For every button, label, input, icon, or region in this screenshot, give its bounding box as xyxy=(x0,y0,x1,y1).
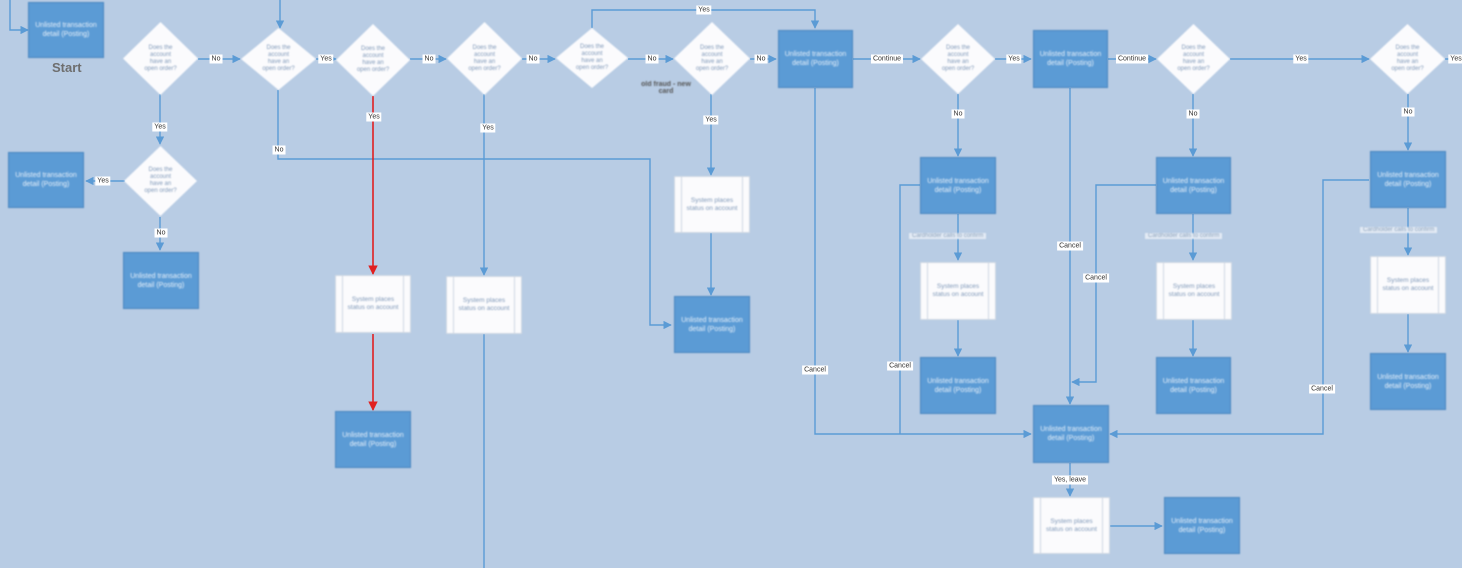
edge-label-no: No xyxy=(154,228,168,238)
process-box-final: Unlisted transaction detail (Posting) xyxy=(1164,497,1240,554)
decision-1: Does the account have an open order? xyxy=(123,22,198,95)
edge-label-continue: Continue xyxy=(1115,54,1149,64)
edge-label-no: No xyxy=(422,54,436,64)
decision-5: Does the account have an open order? xyxy=(556,28,628,88)
process-box-red-end: Unlisted transaction detail (Posting) xyxy=(335,411,411,468)
annotation-old-fraud: old fraud - new card xyxy=(641,81,691,95)
edge-label-yes: Yes xyxy=(1293,54,1309,64)
edge-label-no: No xyxy=(1186,109,1200,119)
process-box-col8-top: Unlisted transaction detail (Posting) xyxy=(1156,157,1231,214)
edge-label-yes: Yes xyxy=(703,115,719,125)
note-col7: Cardholder calls to confirm xyxy=(909,233,987,239)
process-box-top-left: Unlisted transaction detail (Posting) xyxy=(28,2,104,58)
edge-label-yes: Yes xyxy=(95,176,111,186)
note-col8: Cardholder calls to confirm xyxy=(1145,233,1223,239)
decision-8: Does the account have an open order? xyxy=(1157,24,1230,94)
edge-label-cancel: Cancel xyxy=(1057,241,1083,251)
process-box-col9-top: Unlisted transaction detail (Posting) xyxy=(1370,151,1446,208)
start-label: Start xyxy=(52,60,82,75)
edge-label-no: No xyxy=(754,54,768,64)
predefined-process-bottom: System places status on account xyxy=(1033,497,1110,554)
decision-2: Does the account have an open order? xyxy=(241,28,316,90)
predefined-process-col9: System places status on account xyxy=(1370,256,1446,314)
edge-label-yes: Yes xyxy=(1448,54,1462,64)
predefined-process-red: System places status on account xyxy=(335,275,411,333)
process-box-col8-bottom: Unlisted transaction detail (Posting) xyxy=(1156,357,1231,414)
edge-label-yes: Yes xyxy=(696,5,712,15)
edge-label-yes: Yes xyxy=(318,54,334,64)
edge-label-no: No xyxy=(1401,107,1415,117)
edge-label-yes: Yes xyxy=(1006,54,1022,64)
decision-9: Does the account have an open order? xyxy=(1370,24,1445,94)
edge-label-cancel: Cancel xyxy=(1309,384,1335,394)
process-box-mid: Unlisted transaction detail (Posting) xyxy=(674,296,750,353)
edge-label-cancel: Cancel xyxy=(1083,273,1109,283)
decision-3: Does the account have an open order? xyxy=(336,24,410,96)
edge-label-continue: Continue xyxy=(870,54,904,64)
predefined-process-col6: System places status on account xyxy=(674,176,750,233)
process-box-col9-bottom: Unlisted transaction detail (Posting) xyxy=(1370,353,1446,410)
decision-left-branch: Does the account have an open order? xyxy=(124,146,197,216)
edge-label-no: No xyxy=(951,109,965,119)
note-col9: Cardholder calls to confirm xyxy=(1360,227,1438,233)
edge-label-cancel: Cancel xyxy=(887,361,913,371)
decision-4: Does the account have an open order? xyxy=(447,22,522,95)
predefined-process-col8: System places status on account xyxy=(1156,262,1232,320)
edge-label-no: No xyxy=(526,54,540,64)
predefined-process-col4: System places status on account xyxy=(446,276,522,334)
edge-label-cancel: Cancel xyxy=(802,365,828,375)
edge-label-no: No xyxy=(645,54,659,64)
predefined-process-col7: System places status on account xyxy=(920,262,996,320)
process-box-col7-top: Unlisted transaction detail (Posting) xyxy=(920,157,996,214)
decision-7: Does the account have an open order? xyxy=(921,24,995,94)
process-box-left-yes: Unlisted transaction detail (Posting) xyxy=(8,152,84,208)
edge-label-yes-leave: Yes, leave xyxy=(1051,475,1089,485)
process-box-left-no: Unlisted transaction detail (Posting) xyxy=(123,252,199,309)
process-box-continue-a: Unlisted transaction detail (Posting) xyxy=(778,30,853,88)
edge-label-yes: Yes xyxy=(152,122,168,132)
decision-6: Does the account have an open order? xyxy=(674,22,750,95)
process-box-col7-bottom: Unlisted transaction detail (Posting) xyxy=(920,357,996,414)
edge-label-yes: Yes xyxy=(480,123,496,133)
process-box-continue-b: Unlisted transaction detail (Posting) xyxy=(1033,30,1108,88)
edge-label-no: No xyxy=(272,145,286,155)
edge-label-yes: Yes xyxy=(366,112,382,122)
process-box-cancel-merge: Unlisted transaction detail (Posting) xyxy=(1033,405,1109,463)
edge-label-no: No xyxy=(209,54,223,64)
